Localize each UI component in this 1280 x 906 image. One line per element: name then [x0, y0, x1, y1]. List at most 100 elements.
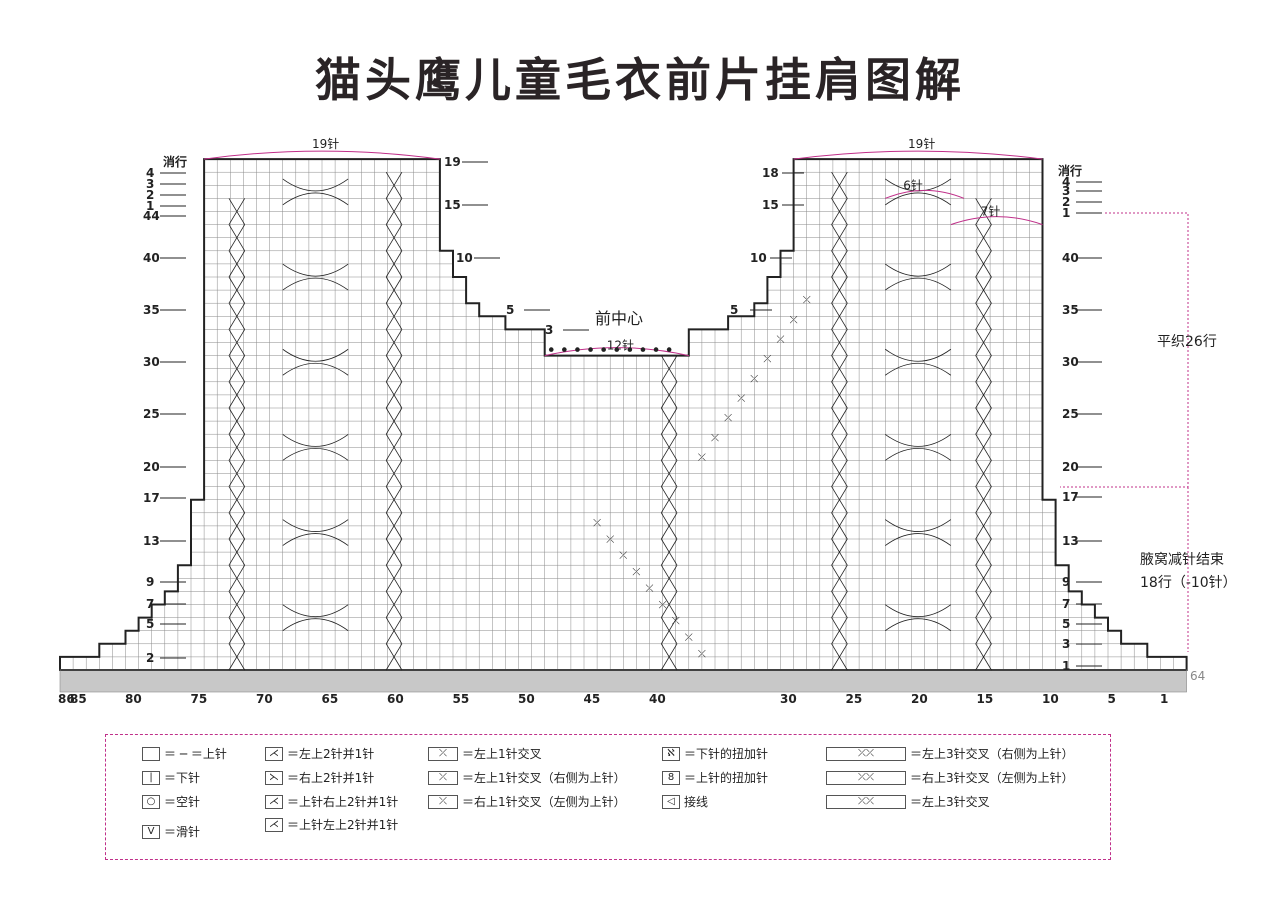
cable-right-1 [831, 486, 848, 514]
right-row-label: 1 [1062, 206, 1070, 220]
legend-text: ＝上针的扭加针 [684, 771, 769, 785]
right-row-label: 30 [1062, 355, 1079, 369]
dec-mark-right: ⤫ [698, 452, 706, 463]
note-armhole-rows: 18行（-10针） [1140, 575, 1237, 591]
cable-left-1 [228, 276, 246, 304]
legend-symbol: ⤫⤫ [826, 746, 906, 761]
right-row-label: 20 [1062, 460, 1079, 474]
cable-left-2 [385, 276, 403, 304]
left-row-label: 4 [146, 166, 154, 180]
cable-right-2 [975, 407, 992, 435]
legend-item: ○＝空针 [142, 793, 200, 810]
cable-left-2 [385, 617, 403, 645]
left-inner-row-label: 15 [444, 198, 461, 212]
cable-center [660, 643, 678, 671]
cable-center [660, 355, 678, 383]
label-cable6: 6针 [903, 177, 923, 192]
dec-mark-left: ⤫ [672, 616, 680, 627]
cable-right-1 [831, 302, 848, 330]
legend-item: ＝ ─ ＝上针 [142, 745, 227, 762]
legend-symbol: ⋌ [265, 746, 283, 761]
grid-group [60, 159, 1187, 670]
cable-right-2 [975, 617, 992, 645]
cable-center [660, 460, 678, 487]
owl-cable-right [885, 192, 952, 206]
cable-left-2 [385, 355, 403, 383]
neck-dot [627, 347, 633, 352]
owl-cable-left [282, 277, 349, 291]
legend-text: ＝下针 [164, 771, 201, 785]
cable-right-2 [975, 381, 992, 409]
right-row-label: 4 [1062, 175, 1070, 189]
legend-item: ⋌＝上针右上2针并1针 [265, 793, 398, 810]
left-row-label: 7 [146, 597, 154, 611]
label-neck-count: 12针 [607, 338, 634, 353]
cable-left-1 [228, 591, 246, 618]
cable-right-1 [831, 198, 848, 225]
cable-right-2 [975, 591, 992, 618]
x-tick-label: 45 [584, 692, 601, 706]
legend-item: ⤫⤫＝左上3针交叉（右侧为上针） [826, 745, 1074, 762]
legend-item: ◁接线 [662, 793, 708, 810]
cable-left-2 [385, 538, 403, 566]
cable-center [660, 433, 678, 461]
x-tick-label: 80 [125, 692, 142, 706]
left-row-label: 17 [143, 491, 160, 505]
owl-cable-left [282, 348, 349, 362]
cable-left-2 [385, 329, 403, 356]
left-end-label: 消行 [163, 154, 187, 169]
right-row-label: 40 [1062, 251, 1079, 265]
cable-center [660, 538, 678, 566]
cable-right-1 [831, 381, 848, 409]
legend-symbol: ⤫⤫ [826, 794, 906, 809]
center-label: 前中心 [595, 309, 643, 328]
cable-right-1 [831, 355, 848, 383]
note-armhole-end: 腋窝减针结束 [1140, 552, 1224, 568]
cable-right-1 [831, 433, 848, 461]
legend-symbol: ℵ [662, 746, 680, 761]
dec-mark-right: ⤫ [724, 413, 732, 424]
legend-text: ＝右上1针交叉（左侧为上针） [462, 795, 626, 809]
legend-item: ⤫⤫＝右上3针交叉（左侧为上针） [826, 769, 1074, 786]
legend-item: V＝滑针 [142, 823, 200, 840]
cable-right-1 [831, 460, 848, 487]
cable-left-1 [228, 198, 246, 225]
right-row-label: 3 [1062, 184, 1070, 198]
cable-right-2 [975, 355, 992, 383]
cable-center [660, 381, 678, 409]
owl-cable-left [282, 618, 349, 632]
cable-center [660, 591, 678, 618]
legend-item: ⤫＝左上1针交叉 [428, 745, 542, 762]
right-row-label: 2 [1062, 195, 1070, 209]
dec-mark-left: ⤫ [619, 551, 627, 562]
cable-center [660, 512, 678, 540]
cable-left-1 [228, 512, 246, 540]
arc-cable6 [885, 189, 965, 199]
right-row-label: 1 [1062, 659, 1070, 673]
x-tick-label: 75 [191, 692, 208, 706]
dec-mark-left: ⤫ [646, 583, 654, 594]
cable-right-1 [831, 512, 848, 540]
legend-item: ⤫＝左上1针交叉（右侧为上针） [428, 769, 626, 786]
x-tick-label: 65 [322, 692, 339, 706]
cable-right-1 [831, 617, 848, 645]
arc-top-right [793, 150, 1043, 160]
legend-text: ＝下针的扭加针 [684, 747, 769, 761]
cable-left-2 [385, 381, 403, 409]
x-tick-label: 85 [70, 692, 87, 706]
flat-guide [1060, 212, 1189, 488]
legend-symbol: ⋌ [265, 817, 283, 832]
left-row-label: 44 [143, 209, 160, 223]
cable-left-2 [385, 171, 403, 199]
left-row-label: 2 [146, 651, 154, 665]
cable-left-1 [228, 355, 246, 383]
x-tick-label: 20 [911, 692, 928, 706]
cable-right-2 [975, 329, 992, 356]
note-flat-rows: 平织26行 [1157, 334, 1217, 350]
legend-text: ＝左上3针交叉 [910, 795, 990, 809]
legend-item: 8＝上针的扭加针 [662, 769, 768, 786]
neck-dot [653, 347, 659, 352]
owl-cable-right [885, 434, 952, 447]
cable-right-2 [975, 460, 992, 487]
cable-left-2 [385, 460, 403, 487]
